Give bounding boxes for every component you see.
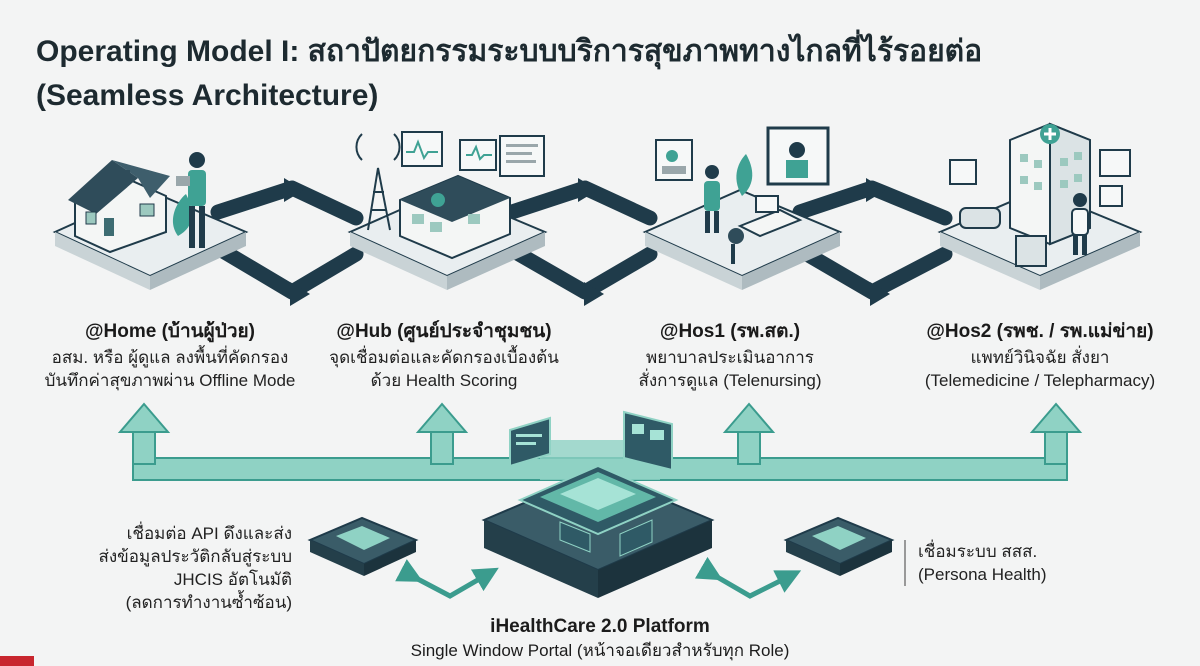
node-home-desc-1: อสม. หรือ ผู้ดูแล ลงพื้นที่คัดกรอง [51,348,289,367]
up-arrow-hos2 [1029,402,1083,465]
platform-caption: iHealthCare 2.0 Platform Single Window P… [300,614,900,662]
node-hos1-desc-2: สั่งการดูแล (Telenursing) [638,371,822,390]
arrow-platform-jhcis [395,559,499,599]
flow-arrowheads [284,178,890,306]
caption-hub: @Hub (ศูนย์ประจำชุมชน) จุดเชื่อมต่อและคั… [304,318,584,392]
desk-icon [728,195,803,264]
holo-screens [509,410,673,557]
page-title: Operating Model I: สถาปัตยกรรมระบบบริการ… [36,30,982,118]
node-hos1-desc-1: พยาบาลประเมินอาการ [646,348,814,367]
jhcis-link-line-3: JHCIS อัตโนมัติ [173,570,292,589]
up-arrow-hub [415,402,469,465]
monitor-screens [401,131,545,177]
connector-home-hub-lower [210,240,364,300]
arrowhead-3 [578,178,598,202]
jhcis-link-line-4: (ลดการทำงานซ้ำซ้อน) [125,593,292,612]
arrowhead-2 [290,282,310,306]
node-hos1-name: @Hos1 (รพ.สต.) [659,321,801,342]
caption-home: @Home (บ้านผู้ป่วย) อสม. หรือ ผู้ดูแล ลง… [30,318,310,392]
nurse-figure [704,165,720,233]
node-hos2-desc-1: แพทย์วินิจฉัย สั่งยา [970,348,1110,367]
node-hub-desc-2: ด้วย Health Scoring [370,371,518,390]
central-platform [481,410,715,598]
platform-name: iHealthCare 2.0 Platform [490,616,710,637]
jhcis-link-line-2: ส่งข้อมูลประวัติกลับสู่ระบบ [98,547,293,566]
jhcis-link-label: เชื่อมต่อ API ดึงและส่ง ส่งข้อมูลประวัติ… [36,522,293,614]
station-hub [347,131,548,290]
persona-health-connector-device [783,516,895,576]
arrowhead-6 [870,282,890,306]
title-line-1: Operating Model I: สถาปัตยกรรมระบบบริการ… [36,35,983,68]
station-home [52,152,249,290]
signal-tower-icon [355,133,401,231]
arrowhead-4 [584,282,604,306]
node-hos2-name: @Hos2 (รพช. / รพ.แม่ข่าย) [926,321,1154,342]
tree-icon [172,194,192,236]
persona-link-line-2: (Persona Health) [918,565,1047,584]
doctor-figure [1071,193,1089,255]
health-volunteer-figure [176,152,206,248]
persona-link-label: เชื่อมระบบ สสส. (Persona Health) [904,540,1047,586]
node-hos2-desc-2: (Telemedicine / Telepharmacy) [924,371,1156,390]
jhcis-connector-device [307,516,419,576]
node-hub-desc-1: จุดเชื่อมต่อและคัดกรองเบื้องต้น [329,348,559,367]
corner-accent-mark [0,656,34,666]
arrowhead-1 [284,178,304,202]
node-hub-name: @Hub (ศูนย์ประจำชุมชน) [336,321,552,342]
title-line-2: (Seamless Architecture) [36,79,379,112]
persona-link-line-1: เชื่อมระบบ สสส. [918,542,1038,561]
jhcis-link-line-1: เชื่อมต่อ API ดึงและส่ง [126,524,292,543]
arrow-platform-persona [694,556,802,599]
caption-hos1: @Hos1 (รพ.สต.) พยาบาลประเมินอาการ สั่งกา… [600,318,860,392]
connector-hub-hos1-lower [504,242,658,300]
caption-hos2: @Hos2 (รพช. / รพ.แม่ข่าย) แพทย์วินิจฉัย … [890,318,1190,392]
medical-scanner-icon [959,207,1001,229]
node-home-name: @Home (บ้านผู้ป่วย) [85,321,255,342]
station-hos1 [642,126,843,290]
health-center-icon [399,174,511,260]
up-arrow-home [117,402,171,465]
bidirectional-arrows [395,556,802,599]
node-home-desc-2: บันทึกค่าสุขภาพผ่าน Offline Mode [44,371,296,390]
station-hos2 [937,122,1143,290]
plant-icon [736,154,753,196]
arrowhead-5 [866,178,886,202]
platform-desc: Single Window Portal (หน้าจอเดียวสำหรับท… [410,641,790,660]
up-arrow-hos1 [722,402,776,465]
